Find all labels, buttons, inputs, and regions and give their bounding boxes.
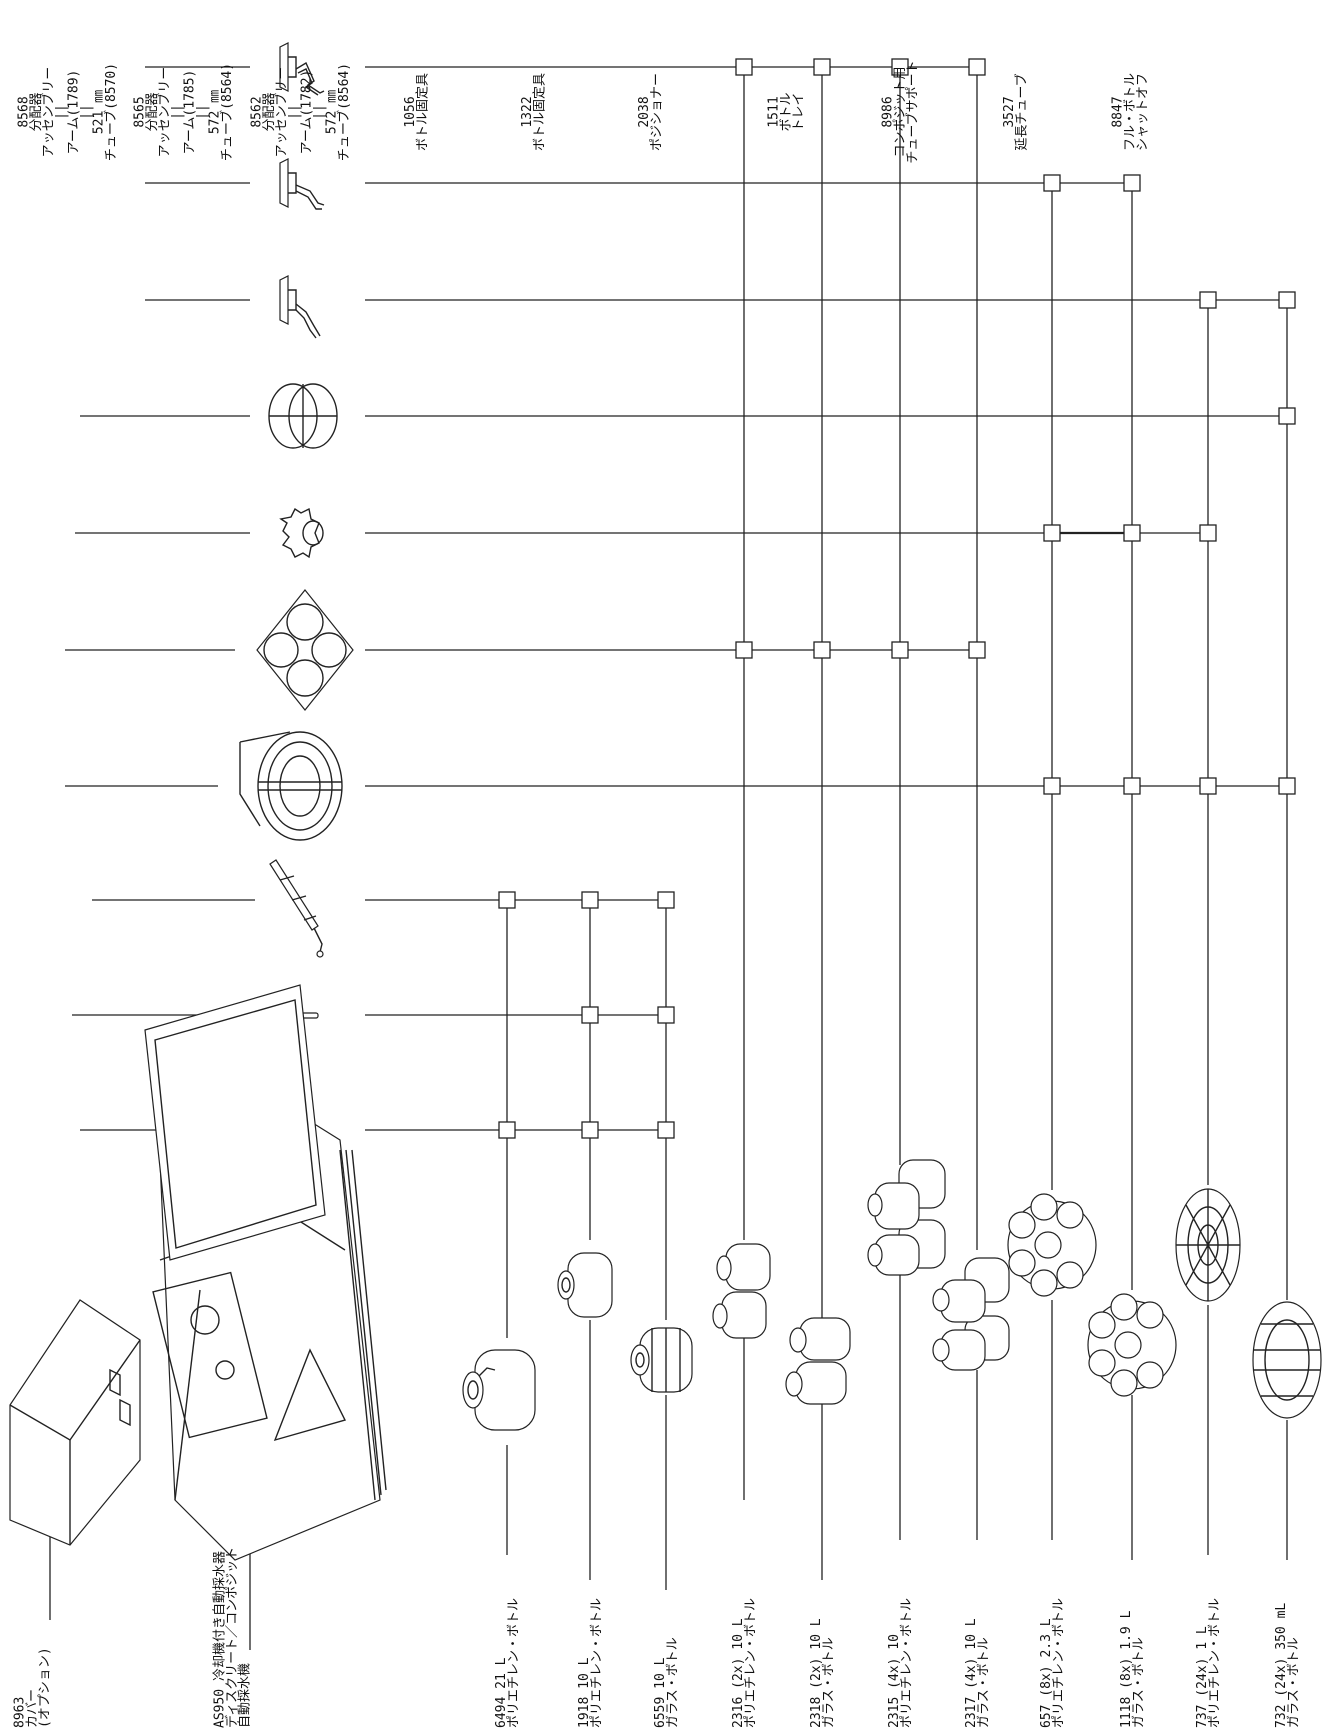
junction-b2317-row-2038: [969, 642, 985, 658]
junction-b2317-row-8568: [969, 59, 985, 75]
junction-b1118-row-1511: [1124, 778, 1140, 794]
junction-b657-row-1322: [1044, 525, 1060, 541]
bottle-6494-icon: [463, 1350, 535, 1430]
junction-b1918-row-3527: [582, 1007, 598, 1023]
sampler-label-line-2: 自動採水機: [238, 1663, 253, 1728]
junction-b6559-row-8986: [658, 892, 674, 908]
bottle-2318-icon: [786, 1318, 850, 1404]
junction-b1918-row-8847: [582, 1122, 598, 1138]
distributor-8565-icon: [280, 159, 324, 209]
junction-b1118-row-1322: [1124, 525, 1140, 541]
b2317-label-line-1: ガラス・ボトル: [976, 1637, 991, 1728]
row-1511-label-line-2: トレイ: [792, 92, 807, 131]
b2318-label-line-1: ガラス・ボトル: [821, 1637, 836, 1728]
b2315-label-line-1: ポリエチレン・ボトル: [899, 1598, 914, 1728]
bottle-6559-icon: [631, 1328, 692, 1392]
positioner-2038-icon: [257, 590, 353, 710]
junction-b737-row-1322: [1200, 525, 1216, 541]
junction-b657-row-1511: [1044, 778, 1060, 794]
junction-b1918-row-8986: [582, 892, 598, 908]
bottle-657-icon: [1008, 1194, 1096, 1296]
junction-boxes: [499, 59, 1295, 1138]
row-8562-label-line-7: チューブ(8564): [336, 63, 352, 161]
bottle-retainer-1056-icon: [269, 384, 337, 448]
bottle-1118-icon: [1088, 1294, 1176, 1396]
junction-b2315-row-2038: [892, 642, 908, 658]
cover-8963-icon: [10, 1300, 140, 1545]
row-lines: [65, 67, 1290, 1130]
bottle-1918-icon: [558, 1253, 612, 1317]
b2316-label-line-1: ポリエチレン・ボトル: [743, 1598, 758, 1728]
junction-b6559-row-8847: [658, 1122, 674, 1138]
row-2038-label-line-1: ポジショナー: [649, 73, 664, 151]
tube-support-8986-icon: [270, 860, 323, 957]
b6494-label-line-1: ポリエチレン・ボトル: [506, 1598, 521, 1728]
junction-b2318-row-2038: [814, 642, 830, 658]
junction-b737-row-1511: [1200, 778, 1216, 794]
junction-b732-row-8562: [1279, 292, 1295, 308]
row-8565-label-line-7: チューブ(8564): [219, 63, 235, 161]
bottle-2315-icon: [868, 1160, 945, 1275]
bottle-2317-icon: [933, 1258, 1009, 1370]
b737-label-line-1: ポリエチレン・ボトル: [1207, 1598, 1222, 1728]
bottle-737-icon: [1176, 1189, 1240, 1301]
row-1056-label-line-1: ボトル固定具: [415, 73, 430, 151]
bottle-732-icon: [1253, 1302, 1321, 1418]
b1118-label-line-1: ガラス・ボトル: [1131, 1637, 1146, 1728]
row-8568-label-line-7: チューブ(8570): [103, 63, 119, 161]
bottle-tray-1511-icon: [240, 732, 342, 840]
junction-b2316-row-8568: [736, 59, 752, 75]
sampler-as950-icon: [145, 985, 386, 1560]
b1918-label-line-1: ポリエチレン・ボトル: [589, 1598, 604, 1728]
b732-label-line-1: ガラス・ボトル: [1286, 1637, 1301, 1728]
bottle-retainer-1322-icon: [281, 509, 323, 557]
junction-b737-row-8562: [1200, 292, 1216, 308]
junction-b732-row-1511: [1279, 778, 1295, 794]
cover-label-line-2: (オプション): [38, 1647, 53, 1728]
junction-b6494-row-8847: [499, 1122, 515, 1138]
junction-b6559-row-3527: [658, 1007, 674, 1023]
distributor-8562-icon: [280, 276, 320, 338]
b657-label-line-1: ポリエチレン・ボトル: [1051, 1598, 1066, 1728]
junction-b2316-row-2038: [736, 642, 752, 658]
row-1322-label-line-1: ボトル固定具: [532, 73, 547, 151]
row-8847-label-line-2: シャットオフ: [1136, 73, 1151, 151]
junction-b6494-row-8986: [499, 892, 515, 908]
junction-b1118-row-8565: [1124, 175, 1140, 191]
row-3527-label-line-1: 延長チューブ: [1013, 73, 1029, 150]
junction-b732-row-1056: [1279, 408, 1295, 424]
junction-b2318-row-8568: [814, 59, 830, 75]
b6559-label-line-1: ガラス・ボトル: [665, 1637, 680, 1728]
junction-b657-row-8565: [1044, 175, 1060, 191]
row-8986-label-line-2: チューブサポート: [905, 60, 921, 163]
bottle-2316-icon: [713, 1244, 770, 1338]
